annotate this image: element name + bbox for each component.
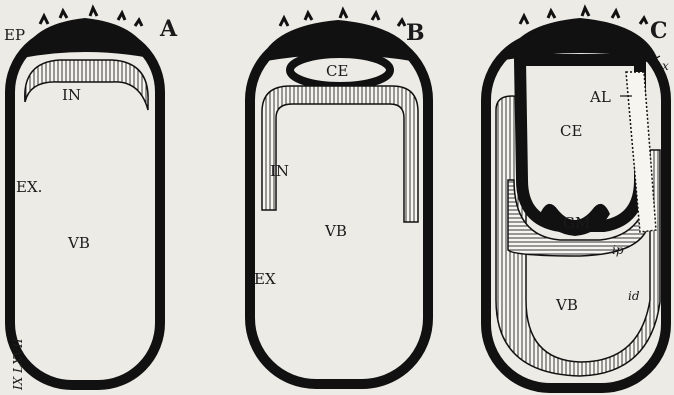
panel-c-label-id: id — [628, 289, 640, 303]
panel-a-label-ep: EP — [4, 26, 25, 44]
panel-c-label-gm: GM — [563, 214, 590, 232]
panel-a-label-in: IN — [62, 86, 81, 104]
panel-a-letter: A — [159, 16, 178, 42]
plate-mark: IX LXVII — [11, 338, 25, 391]
panel-b-letter: B — [406, 20, 425, 46]
panel-a-label-vb: VB — [67, 234, 90, 252]
panel-c-label-ip: ip — [612, 243, 624, 257]
panel-b: CE IN VB EX B — [250, 10, 428, 384]
panel-c-label-x: x — [662, 59, 669, 73]
panel-c-label-vb: VB — [555, 296, 578, 314]
panel-c-label-ce: CE — [560, 122, 582, 140]
panel-b-label-ex: EX — [254, 270, 276, 288]
panel-a-label-ex: EX. — [16, 178, 42, 196]
panel-c-letter: C — [650, 18, 668, 44]
panel-a: EP IN EX. VB A IX LXVII — [4, 8, 178, 391]
panel-c: x AL CE GM ip VB id C — [486, 8, 669, 388]
panel-c-label-al: AL — [589, 88, 611, 106]
panel-b-label-vb: VB — [324, 222, 347, 240]
panel-c-ce-chamber — [520, 60, 640, 226]
panel-b-label-ce: CE — [326, 62, 348, 80]
panel-b-label-in: IN — [270, 162, 289, 180]
